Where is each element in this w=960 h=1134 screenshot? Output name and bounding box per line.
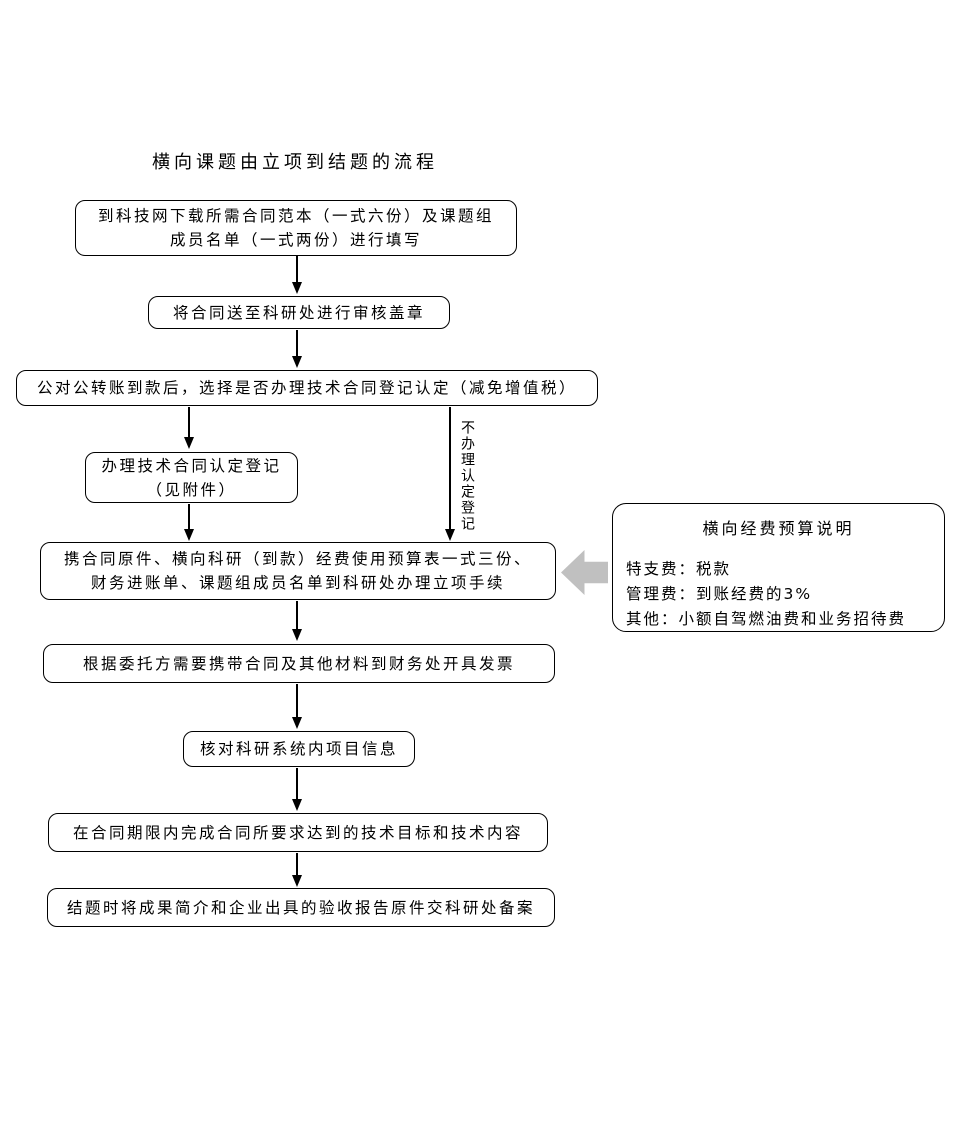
arrow-shaft [188, 407, 190, 437]
flow-step-filing-on-completion: 结题时将成果简介和企业出具的验收报告原件交科研处备案 [47, 888, 555, 927]
arrow-shaft [296, 601, 298, 629]
flow-step-line: 核对科研系统内项目信息 [199, 740, 398, 758]
flow-arrow-down [291, 256, 303, 294]
arrow-shaft [188, 504, 190, 529]
flow-step-line: 结题时将成果简介和企业出具的验收报告原件交科研处备案 [66, 898, 535, 917]
budget-note-item: 其他：小额自驾燃油费和业务招待费 [626, 610, 907, 628]
arrow-head-icon [292, 282, 302, 294]
arrow-shaft [296, 684, 298, 717]
flow-step-submit-contract-review: 将合同送至科研处进行审核盖章 [148, 296, 450, 329]
arrow-head-icon [445, 529, 455, 541]
arrow-head-icon [292, 356, 302, 368]
flow-arrow-down [183, 407, 195, 449]
flow-step-line: （见附件） [146, 480, 237, 499]
budget-note-items: 特支费：税款 管理费：到账经费的3% 其他：小额自驾燃油费和业务招待费 [613, 557, 944, 632]
callout-left-arrow-icon [561, 550, 608, 595]
flow-step-line: 成员名单（一式两份）进行填写 [169, 231, 422, 249]
budget-note-title: 横向经费预算说明 [702, 519, 855, 538]
flow-arrow-down [291, 330, 303, 368]
flow-step-download-contract: 到科技网下载所需合同范本（一式六份）及课题组 成员名单（一式两份）进行填写 [75, 200, 517, 256]
arrow-shaft [296, 330, 298, 356]
arrow-head-icon [184, 529, 194, 541]
flow-arrow-down [183, 504, 195, 541]
flow-step-line: 将合同送至科研处进行审核盖章 [172, 303, 425, 322]
budget-note-item: 特支费：税款 [626, 560, 732, 578]
flow-arrow-down [291, 768, 303, 811]
arrow-head-icon [292, 799, 302, 811]
flow-step-register-tech-contract: 办理技术合同认定登记 （见附件） [85, 452, 298, 503]
flow-step-line: 携合同原件、横向科研（到款）经费使用预算表一式三份、 [63, 550, 532, 568]
flow-step-line: 根据委托方需要携带合同及其他材料到财务处开具发票 [82, 654, 515, 673]
arrow-shaft [296, 768, 298, 799]
flow-step-complete-tech-goals: 在合同期限内完成合同所要求达到的技术目标和技术内容 [48, 813, 548, 852]
arrow-head-icon [292, 875, 302, 887]
page-title: 横向课题由立项到结题的流程 [152, 152, 438, 173]
arrow-shaft [449, 407, 451, 529]
flow-step-issue-invoice: 根据委托方需要携带合同及其他材料到财务处开具发票 [43, 644, 555, 683]
flow-step-line: 到科技网下载所需合同范本（一式六份）及课题组 [97, 207, 494, 225]
flow-arrow-down [291, 853, 303, 887]
flow-arrow-down-branch [444, 407, 456, 541]
arrow-shaft [296, 853, 298, 875]
arrow-head-icon [184, 437, 194, 449]
flow-step-verify-system-info: 核对科研系统内项目信息 [183, 731, 415, 767]
flow-step-project-setup-procedure: 携合同原件、横向科研（到款）经费使用预算表一式三份、 财务进账单、课题组成员名单… [40, 542, 556, 600]
flow-arrow-down [291, 601, 303, 641]
arrow-shaft [296, 256, 298, 282]
flow-step-line: 公对公转账到款后，选择是否办理技术合同登记认定（减免增值税） [36, 379, 577, 397]
branch-label-no-registration: 不办理认定登记 [459, 420, 475, 532]
budget-note: 横向经费预算说明 特支费：税款 管理费：到账经费的3% 其他：小额自驾燃油费和业… [612, 503, 945, 632]
arrow-head-icon [292, 717, 302, 729]
budget-note-item: 管理费：到账经费的3% [626, 585, 813, 603]
flow-step-payment-received-choice: 公对公转账到款后，选择是否办理技术合同登记认定（减免增值税） [16, 370, 598, 406]
arrow-head-icon [292, 629, 302, 641]
flow-step-line: 财务进账单、课题组成员名单到科研处办理立项手续 [90, 574, 505, 592]
flow-step-line: 办理技术合同认定登记 [101, 456, 282, 475]
flow-step-line: 在合同期限内完成合同所要求达到的技术目标和技术内容 [72, 823, 523, 842]
flow-arrow-down [291, 684, 303, 729]
